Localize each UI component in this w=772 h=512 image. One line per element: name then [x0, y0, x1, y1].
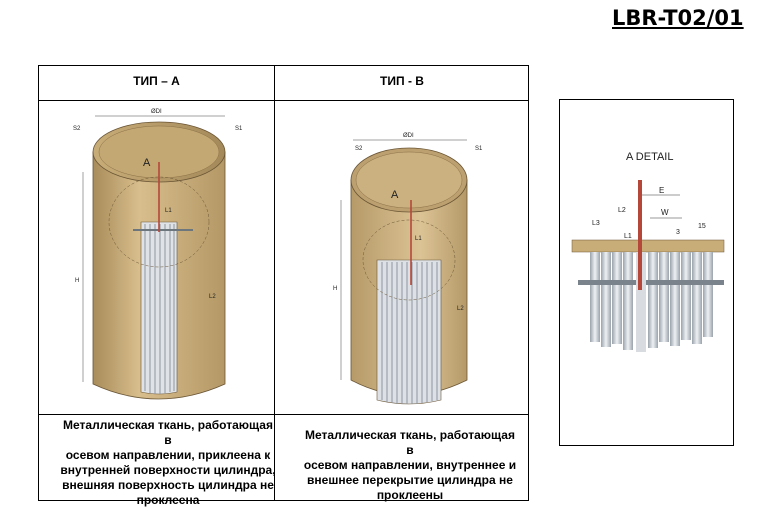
column-divider: [274, 66, 275, 500]
detail-title: A DETAIL: [626, 151, 673, 163]
type-a-description: Металлическая ткань, работающая в осевом…: [60, 418, 276, 507]
detail-label-3: 3: [676, 229, 680, 236]
type-a-point-a: A: [143, 157, 151, 169]
detail-label-w: W: [661, 208, 669, 217]
header-divider: [39, 100, 528, 101]
detail-label-e: E: [659, 186, 664, 195]
type-a-dim-h: H: [75, 278, 79, 284]
type-a-dim-l2: L2: [209, 294, 216, 300]
type-a-dim-s1: S1: [235, 126, 243, 132]
type-b-dim-s2: S2: [355, 146, 363, 152]
type-b-description: Металлическая ткань, работающая в осевом…: [303, 428, 517, 502]
document-code: LBR-T02/01: [612, 6, 744, 30]
type-a-dim-s2: S2: [73, 126, 81, 132]
type-b-cylinder-drawing: ØDI S2 S1 A H L1 L2: [333, 133, 483, 405]
detail-label-l1: L1: [624, 233, 632, 240]
type-a-dim-diameter: ØDI: [151, 109, 162, 115]
type-b-dim-h: H: [333, 286, 337, 292]
type-b-dim-diameter: ØDI: [403, 133, 414, 139]
type-a-cylinder-drawing: ØDI S2 S1 A H L1 L2: [73, 109, 243, 400]
type-b-dim-l1: L1: [415, 236, 422, 242]
detail-label-l3: L3: [592, 220, 600, 227]
type-b-dim-l2: L2: [457, 306, 464, 312]
types-table: ТИП – А ТИП - В: [38, 65, 529, 507]
detail-box: A DETAIL E W 3 15 L3 L2 L1: [559, 99, 734, 446]
type-b-header: ТИП - В: [380, 74, 424, 88]
detail-label-l2: L2: [618, 207, 626, 214]
type-a-header: ТИП – А: [133, 74, 180, 88]
detail-drawing: A DETAIL E W 3 15 L3 L2 L1: [571, 151, 725, 352]
detail-label-15: 15: [698, 223, 706, 230]
type-a-dim-l1: L1: [165, 208, 172, 214]
type-b-dim-s1: S1: [475, 146, 483, 152]
description-divider: [39, 414, 528, 415]
type-b-point-a: A: [391, 189, 399, 201]
